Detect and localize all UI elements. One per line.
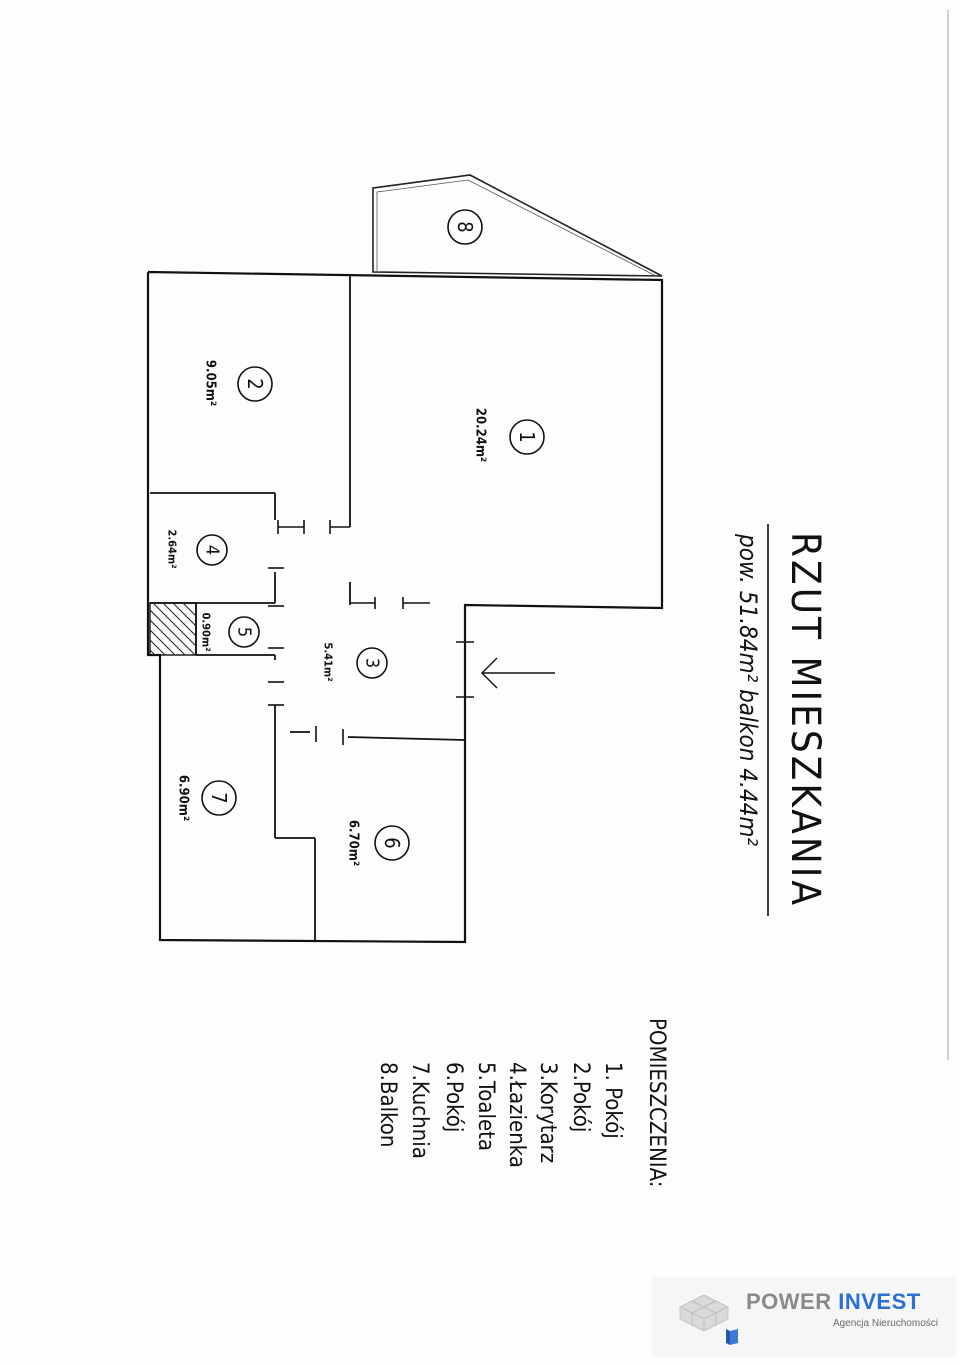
room-number: 8: [453, 221, 477, 232]
legend-item: 2.Pokój: [568, 1062, 593, 1132]
room-label-1: 1 20.24m²: [473, 408, 545, 462]
room-number: 5: [234, 627, 255, 637]
room-number: 2: [243, 378, 267, 389]
watermark: POWER INVEST Agencja Nieruchomości: [652, 1277, 956, 1357]
room-number-circle: [196, 534, 228, 566]
room-labels: 1 20.24m² 2 9.05m² 3 5.41m² 4 2.64m² 5 0.90m² 6 6.7…: [166, 209, 545, 866]
room-number: 1: [515, 431, 539, 442]
room-number-circle: [509, 419, 545, 455]
room-label-8: 8: [447, 209, 483, 245]
brand-tagline: Agencja Nieruchomości: [832, 1318, 938, 1329]
balcony-inner-line: [376, 179, 657, 277]
room-number: 4: [202, 545, 223, 555]
room-label-7: 7 6.90m²: [176, 775, 237, 821]
legend-item: 6.Pokój: [441, 1062, 466, 1132]
room-area: 5.41m²: [322, 642, 335, 681]
room-label-2: 2 9.05m²: [203, 360, 273, 406]
legend-heading: POMIESZCZENIA:: [644, 1018, 669, 1187]
room-number-circle: [228, 616, 260, 648]
brand-name: POWER INVEST: [746, 1289, 921, 1315]
inner-walls: [150, 274, 466, 940]
room-number: 7: [207, 792, 231, 803]
title-group: RZUT MIESZKANIA: [767, 524, 828, 916]
plan-title: RZUT MIESZKANIA: [782, 532, 828, 908]
room-area: 0.90m²: [200, 612, 213, 651]
legend: POMIESZCZENIA: 1. Pokój 2.Pokój 3.Korytarz…: [375, 1018, 669, 1187]
door-markers: [268, 520, 474, 745]
legend-item: 3.Korytarz: [535, 1062, 560, 1163]
room-number-circle: [237, 366, 273, 402]
room-number: 3: [362, 658, 383, 668]
room-label-6: 6 6.70m²: [346, 820, 410, 866]
balcony-outline: [372, 174, 663, 277]
room-area: 20.24m²: [473, 408, 488, 462]
legend-item: 5.Toaleta: [473, 1062, 498, 1151]
legend-item: 8.Balkon: [375, 1062, 400, 1147]
plan-subtitle: pow. 51.84m² balkon 4.44m²: [734, 533, 762, 846]
room-number-circle: [356, 647, 388, 679]
room-area: 2.64m²: [166, 529, 179, 568]
brand-name-part2: INVEST: [838, 1289, 921, 1314]
brand-name-part1: POWER: [746, 1289, 832, 1314]
hatched-shaft: [149, 602, 197, 656]
room-number-circle: [447, 209, 483, 245]
subtitle-group: pow. 51.84m² balkon 4.44m²: [734, 533, 762, 846]
room-area: 9.05m²: [203, 360, 218, 406]
room-area: 6.90m²: [176, 775, 191, 821]
cube-logo-icon: [679, 1294, 738, 1345]
room-number-circle: [201, 780, 237, 816]
legend-item: 1. Pokój: [600, 1062, 625, 1139]
room-label-4: 4 2.64m²: [166, 529, 228, 569]
room-area: 6.70m²: [346, 820, 361, 866]
room-label-5: 5 0.90m²: [200, 612, 260, 652]
room-label-3: 3 5.41m²: [322, 642, 388, 682]
legend-item: 7.Kuchnia: [407, 1062, 432, 1159]
legend-item: 4.Łazienka: [504, 1062, 529, 1168]
outer-walls: [146, 270, 664, 944]
room-number: 6: [380, 837, 404, 848]
room-number-circle: [374, 825, 410, 861]
entrance-arrow: [481, 657, 555, 689]
